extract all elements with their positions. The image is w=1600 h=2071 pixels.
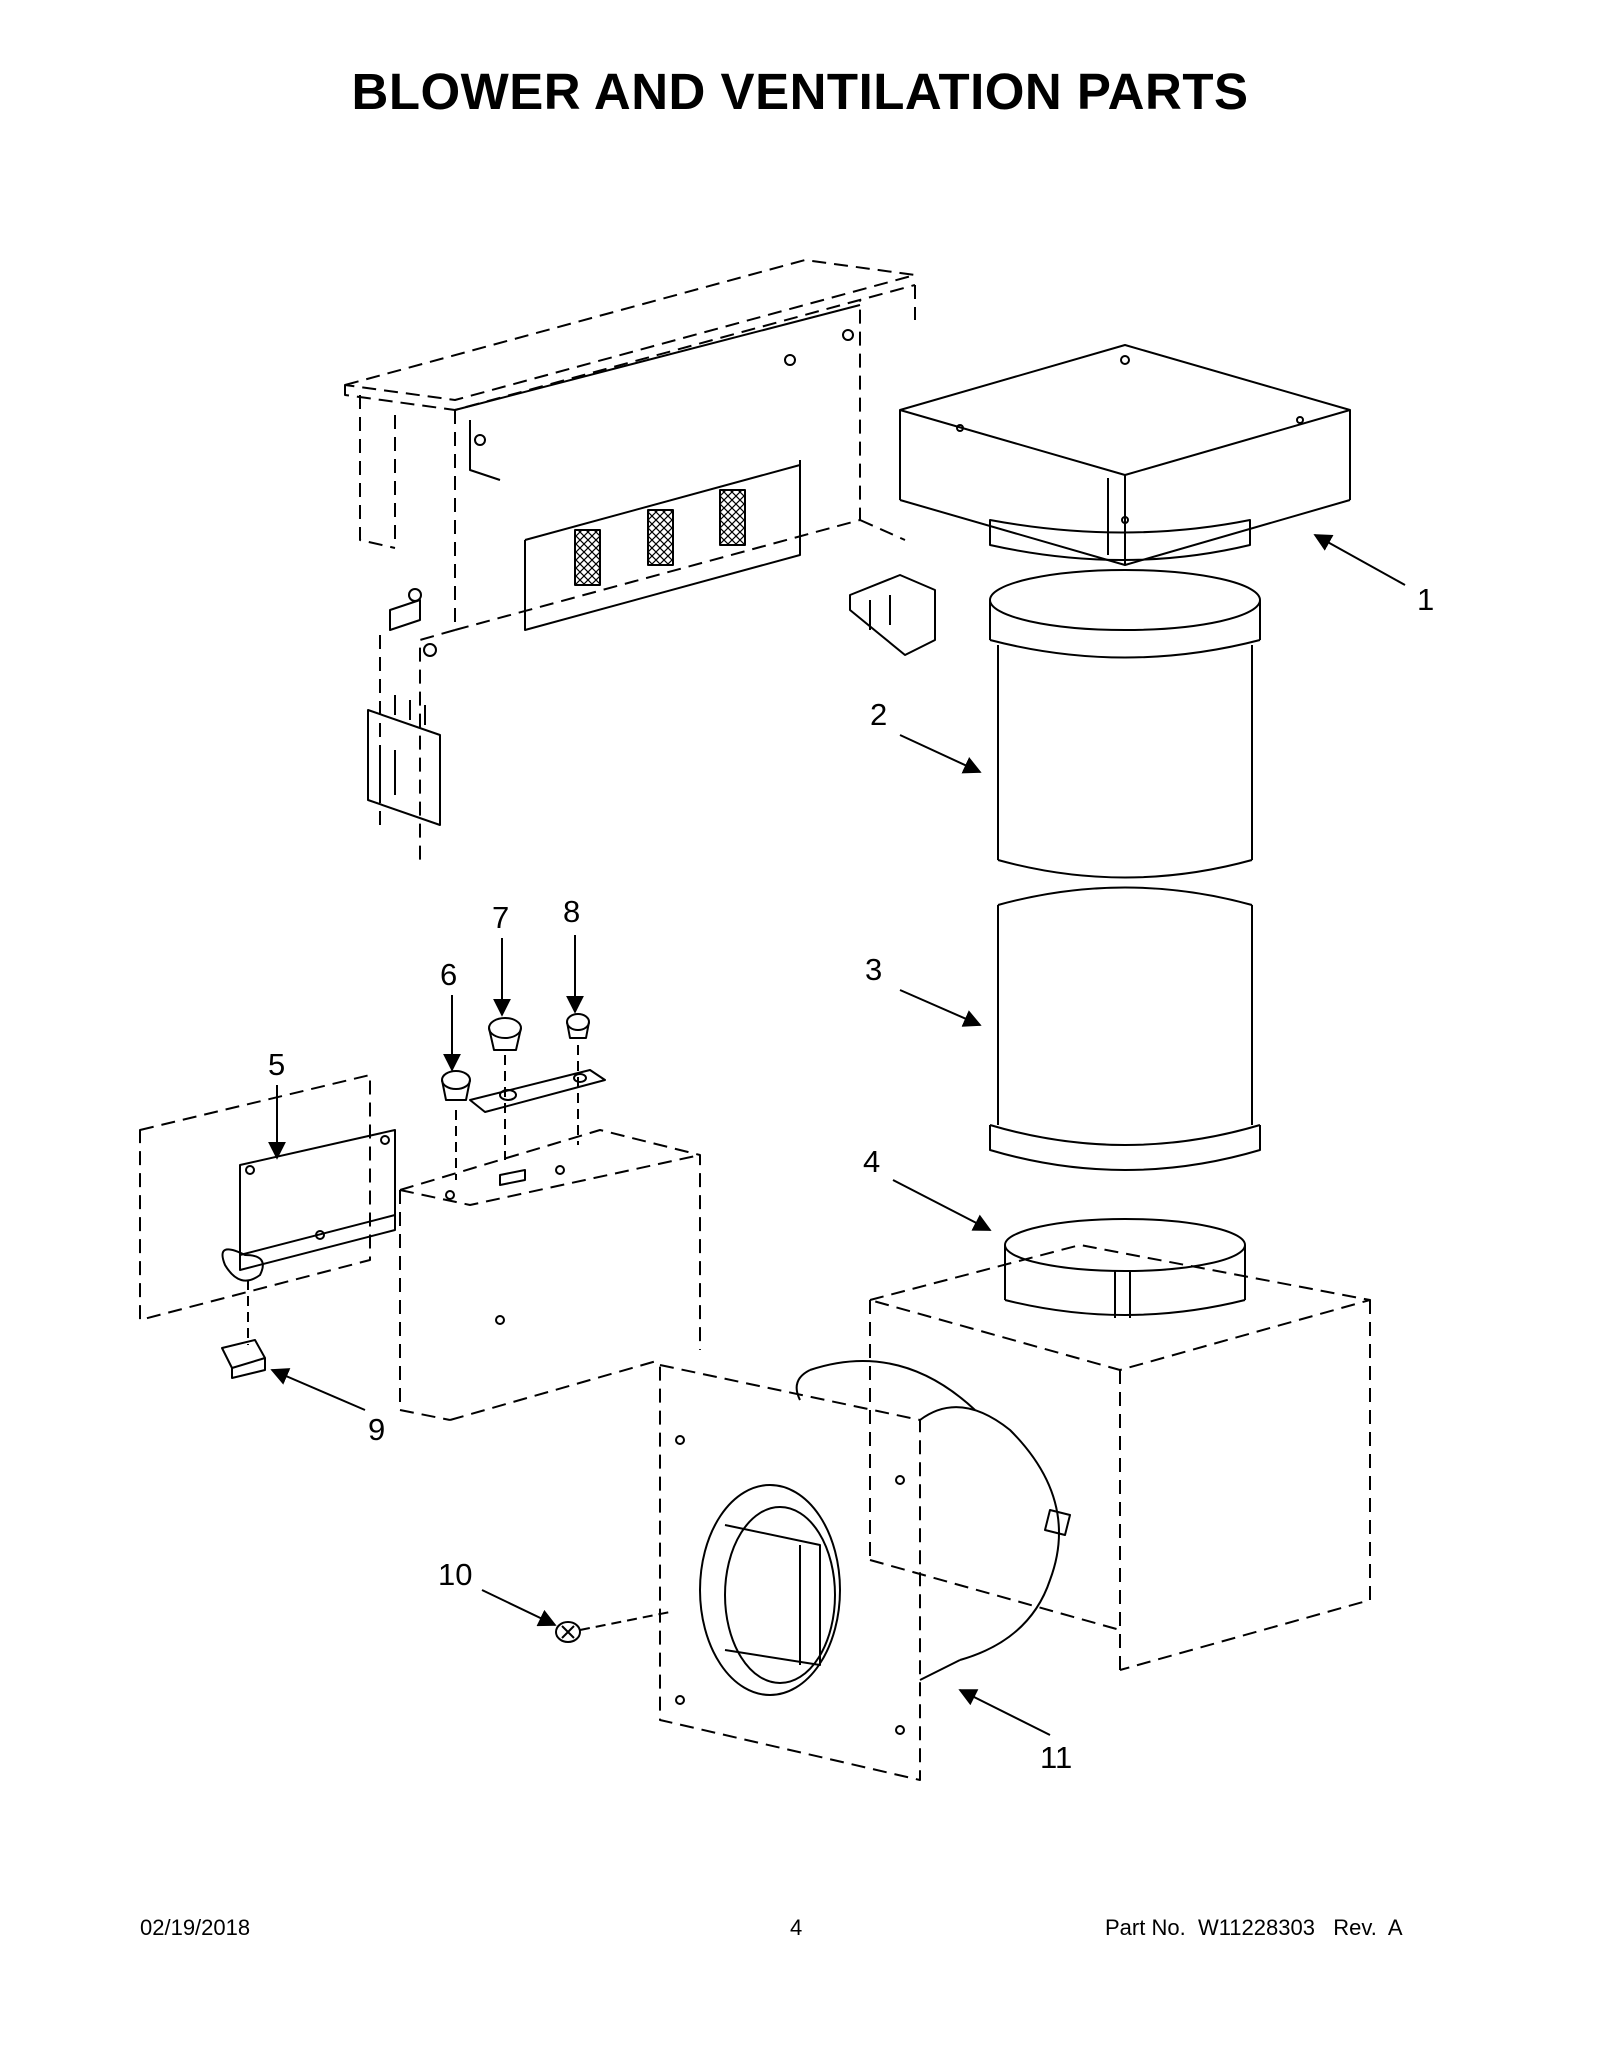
upper-vent-housing — [344, 259, 916, 860]
callout-8: 8 — [563, 894, 580, 929]
part-3-lower-duct — [989, 886, 1261, 1171]
callout-4: 4 — [863, 1144, 880, 1179]
callout-labels: 1 2 3 4 5 6 7 8 9 10 11 — [268, 582, 1434, 1775]
page-title: BLOWER AND VENTILATION PARTS — [351, 63, 1249, 120]
part-number: W11228303 — [1197, 1915, 1315, 1940]
control-box-details — [445, 1165, 565, 1325]
part-1-top-duct-box — [899, 344, 1351, 566]
part-8-switch — [566, 1013, 590, 1145]
footer-page-number: 4 — [790, 1915, 803, 1940]
footer-date: 02/19/2018 — [140, 1915, 251, 1940]
part-4-duct-collar — [1004, 1218, 1246, 1318]
callout-5: 5 — [268, 1047, 285, 1082]
callout-9: 9 — [368, 1412, 385, 1447]
upper-housing-details — [367, 304, 936, 826]
callout-3: 3 — [865, 952, 882, 987]
callout-7: 7 — [492, 900, 509, 935]
part-2-upper-duct — [989, 569, 1261, 879]
part-7-switch — [488, 1017, 522, 1160]
part-6-switch — [441, 1070, 471, 1180]
callout-2: 2 — [870, 697, 887, 732]
part-9-connector — [221, 1339, 266, 1379]
control-box — [399, 1129, 701, 1421]
callout-10: 10 — [438, 1557, 472, 1592]
part-11-blower-assembly — [659, 1360, 1071, 1781]
part-5-control-board — [221, 1129, 396, 1345]
rev-label: Rev. — [1333, 1915, 1377, 1940]
leader-lines — [268, 534, 1406, 1736]
blower-base-box — [869, 1244, 1371, 1671]
callout-6: 6 — [440, 957, 457, 992]
callout-1: 1 — [1417, 582, 1434, 617]
switch-bracket-plate — [469, 1069, 606, 1113]
left-side-panel — [139, 1074, 371, 1321]
rev-value: A — [1387, 1915, 1403, 1940]
callout-11: 11 — [1040, 1740, 1072, 1775]
footer-part-number: Part No. W11228303 Rev. A — [1105, 1915, 1403, 1941]
part-label: Part No. — [1105, 1915, 1186, 1940]
part-10-screw — [555, 1611, 671, 1643]
